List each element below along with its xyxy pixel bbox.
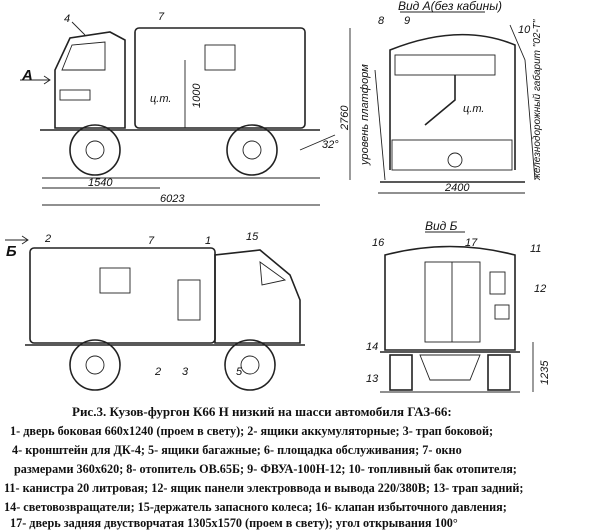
dim-2760: 2760 (339, 105, 351, 131)
caption-line-3: размерами 360х620; 8- отопитель ОВ.65Б; … (14, 462, 517, 476)
angle-32: 32° (322, 139, 339, 151)
callout-1: 1 (205, 235, 211, 247)
view-a-cg-label: ц.т. (463, 103, 484, 115)
caption-line-5: 14- световозвращатели; 15-держатель запа… (4, 500, 507, 514)
callout-7: 7 (158, 11, 165, 23)
callout-17: 17 (465, 237, 478, 249)
view-a-title: Вид А(без кабины) (398, 0, 502, 13)
callout-4: 4 (64, 13, 70, 25)
callout-5: 5 (236, 366, 243, 378)
callout-15: 15 (246, 231, 259, 243)
callout-9: 9 (404, 15, 410, 27)
view-a-marker: А (21, 67, 33, 84)
callout-7-bottom: 7 (148, 235, 155, 247)
view-b-marker: Б (6, 243, 17, 260)
callout-2-bottom: 2 (154, 366, 161, 378)
callout-11: 11 (530, 243, 541, 255)
platform-level-label: уровень платформ (359, 64, 371, 166)
center-of-gravity-label: ц.т. (150, 93, 171, 105)
caption-title: Рис.3. Кузов-фургон К66 Н низкий на шасс… (72, 404, 452, 419)
caption-line-6: 17- дверь задняя двустворчатая 1305х1570… (10, 516, 458, 530)
view-b-drawing (380, 231, 534, 393)
dim-2400: 2400 (444, 182, 470, 194)
callout-13: 13 (366, 373, 379, 385)
callout-3: 3 (182, 366, 189, 378)
callout-14: 14 (366, 341, 378, 353)
dim-1000: 1000 (191, 83, 203, 108)
rail-gauge-label: железнодорожный габарит "02-Т" (531, 19, 543, 181)
callout-2-top: 2 (44, 233, 51, 245)
dim-1235: 1235 (539, 360, 551, 385)
caption-line-2: 4- кронштейн для ДК-4; 5- ящики багажные… (12, 443, 462, 457)
caption-line-4: 11- канистра 20 литровая; 12- ящик панел… (4, 481, 524, 495)
callout-8: 8 (378, 15, 385, 27)
view-b-title: Вид Б (425, 219, 458, 233)
callout-10: 10 (518, 24, 531, 36)
dim-1540: 1540 (88, 177, 113, 189)
callout-12: 12 (534, 283, 546, 295)
truck-side-view-front-left (20, 21, 336, 206)
view-a-drawing (349, 11, 536, 194)
caption-line-1: 1- дверь боковая 660х1240 (проем в свету… (10, 424, 494, 438)
callout-16: 16 (372, 237, 385, 249)
truck-side-view-rear-right (5, 235, 305, 391)
dim-6023: 6023 (160, 193, 185, 205)
